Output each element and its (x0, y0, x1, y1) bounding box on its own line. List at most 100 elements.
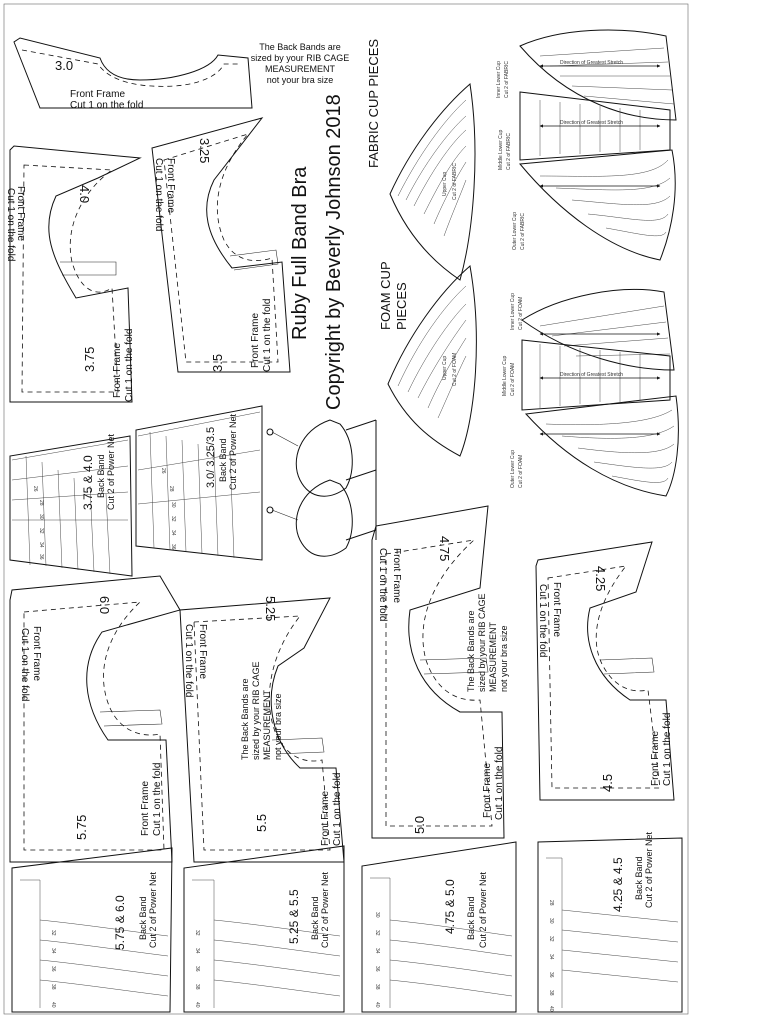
back-band-instruction: Cut 2 of Power Net (106, 433, 116, 510)
front-frame-instruction: Cut 1 on the fold (377, 548, 388, 621)
front-frame-name: Front Frame (650, 731, 661, 786)
band-size: 34 (194, 948, 200, 954)
rib-cage-note: The Back Bands are sized by your RIB CAG… (466, 593, 509, 692)
bra-illustration-icon (266, 419, 377, 557)
front-frame-instruction: Cut 1 on the fold (124, 329, 135, 402)
band-size: 40 (194, 1002, 200, 1008)
svg-text:Cut 2 of FABRIC: Cut 2 of FABRIC (520, 213, 526, 250)
front-frame-name: Front Frame (320, 791, 331, 846)
front-frame-name: Front Frame (391, 548, 402, 603)
svg-text:not your bra size: not your bra size (499, 625, 509, 692)
foam-cup-heading: PIECES (394, 282, 409, 330)
front-frame-name: Front Frame (140, 781, 151, 836)
band-size: 32 (374, 930, 380, 936)
band-size: 36 (548, 972, 554, 978)
band-size: 28 (38, 500, 44, 506)
band-size: 36 (38, 554, 44, 560)
band-size: 26 (160, 468, 166, 474)
svg-text:Cut 2 of FOAM: Cut 2 of FOAM (518, 297, 524, 330)
front-frame-name: Front Frame (112, 343, 123, 398)
grainline-arrow-icon (539, 64, 661, 436)
band-size: 30 (548, 918, 554, 924)
rib-cage-note: The Back Bands are sized by your RIB CAG… (240, 661, 283, 760)
grain-note: Direction of Greatest Stretch (560, 120, 623, 126)
front-frame-instruction: Cut 1 on the fold (332, 773, 343, 846)
front-frame-instruction: Cut 1 on the fold (662, 713, 673, 786)
svg-text:Cut 2 of FOAM: Cut 2 of FOAM (452, 353, 458, 386)
band-size: 36 (194, 966, 200, 972)
svg-text:sized by your RIB CAGE: sized by your RIB CAGE (251, 53, 350, 63)
front-frame-instruction: Cut 1 on the fold (152, 763, 163, 836)
front-frame-size-label: 5.5 (254, 814, 269, 832)
front-frame-size-label: 3.75 (82, 347, 97, 372)
front-frame-instruction: Cut 1 on the fold (494, 747, 505, 820)
front-frame-instruction: Cut 1 on the fold (70, 100, 143, 111)
front-frame-size-label: 3.25 (197, 138, 212, 163)
back-band-name: Back Band (466, 896, 476, 940)
front-frame-size-label: 4.25 (593, 566, 608, 591)
front-frame-instruction: Cut 1 on the fold (5, 188, 16, 261)
grain-note: Direction of Greatest Stretch (560, 372, 623, 378)
front-frame-name: Front Frame (197, 624, 208, 679)
front-frame-4-0: 4.0 3.75 Front Frame Cut 1 on the fold F… (5, 145, 142, 403)
svg-text:Cut 2 of FABRIC: Cut 2 of FABRIC (504, 61, 510, 98)
front-frame-name: Front Frame (482, 763, 493, 818)
front-frame-size-label: 3.5 (210, 354, 225, 372)
svg-text:MEASUREMENT: MEASUREMENT (265, 64, 336, 74)
front-frame-name: Front Frame (250, 313, 261, 368)
front-frame-5-25: 5.25 5.5 Front Frame Cut 1 on the fold F… (179, 596, 345, 863)
svg-text:Cut 2 of FOAM: Cut 2 of FOAM (518, 455, 524, 488)
svg-text:Inner Lower Cup: Inner Lower Cup (510, 293, 516, 330)
back-band-group: 5.75 & 6.0 (113, 895, 127, 950)
inner-lower-cup-foam: Inner Lower Cup Cut 2 of FOAM (510, 289, 675, 371)
copyright-line: Copyright by Beverly Johnson 2018 (323, 94, 345, 410)
front-frame-size-label: 4.75 (437, 536, 452, 561)
band-size: 32 (170, 516, 176, 522)
svg-text:Cut 2 of FABRIC: Cut 2 of FABRIC (506, 133, 512, 170)
band-size: 38 (194, 984, 200, 990)
back-band-instruction: Cut 2 of Power Net (320, 871, 330, 948)
front-frame-instruction: Cut 1 on the fold (537, 584, 548, 657)
back-band-name: Back Band (96, 454, 106, 498)
svg-text:Upper Cup: Upper Cup (442, 356, 448, 380)
band-size: 26 (32, 486, 38, 492)
svg-text:Cut 2 of FOAM: Cut 2 of FOAM (510, 363, 516, 396)
band-size: 36 (170, 544, 176, 550)
upper-cup-foam: Upper Cup Cut 2 of FOAM (387, 265, 477, 457)
front-frame-size-label: 4.5 (600, 774, 615, 792)
front-frame-3-0: 3.0 Front Frame Cut 1 on the fold (13, 37, 253, 111)
front-frame-4-25: 4.25 4.5 Front Frame Cut 1 on the fold F… (535, 541, 675, 801)
back-band-name: Back Band (218, 438, 228, 482)
band-size: 40 (548, 1006, 554, 1012)
back-band-instruction: Cut 2 of Power Net (228, 413, 238, 490)
middle-lower-cup-foam: Middle Lower Cup Cut 2 of FOAM (502, 339, 671, 411)
back-band-group: 4.75 & 5.0 (443, 879, 457, 934)
foam-cup-heading: FOAM CUP (378, 261, 393, 330)
front-frame-name: Front Frame (165, 158, 176, 213)
back-band-5-25: 32 34 36 38 40 5.25 & 5.5 Back Band Cut … (183, 845, 345, 1013)
svg-text:sized by your RIB CAGE: sized by your RIB CAGE (251, 661, 261, 760)
front-frame-size-label: 5.25 (263, 596, 278, 621)
back-band-name: Back Band (310, 896, 320, 940)
band-size: 30 (170, 502, 176, 508)
band-size: 28 (168, 486, 174, 492)
outer-lower-cup-fabric: Outer Lower Cup Cut 2 of FABRIC (512, 149, 676, 261)
upper-cup-fabric: Upper Cup Cut 2 of FABRIC (389, 83, 476, 281)
svg-text:The Back Bands are: The Back Bands are (240, 678, 250, 760)
svg-text:Middle Lower Cup: Middle Lower Cup (502, 355, 508, 396)
grain-note: Direction of Greatest Stretch (560, 60, 623, 66)
back-band-instruction: Cut 2 of Power Net (644, 831, 654, 908)
front-frame-name: Front Frame (15, 186, 26, 241)
front-frame-instruction: Cut 1 on the fold (262, 299, 273, 372)
band-size: 40 (374, 1002, 380, 1008)
svg-text:Inner Lower Cup: Inner Lower Cup (496, 61, 502, 98)
back-band-name: Back Band (634, 856, 644, 900)
rib-cage-note: The Back Bands are sized by your RIB CAG… (251, 42, 350, 85)
svg-text:Outer Lower Cup: Outer Lower Cup (510, 450, 516, 488)
pattern-title: Ruby Full Band Bra (289, 166, 311, 340)
svg-text:not your bra size: not your bra size (273, 693, 283, 760)
back-band-4-75: 30 32 34 36 38 40 4.75 & 5.0 Back Band C… (361, 841, 517, 1013)
band-size: 38 (50, 984, 56, 990)
front-frame-3-25: 3.25 3.5 Front Frame Cut 1 on the fold F… (151, 117, 291, 373)
